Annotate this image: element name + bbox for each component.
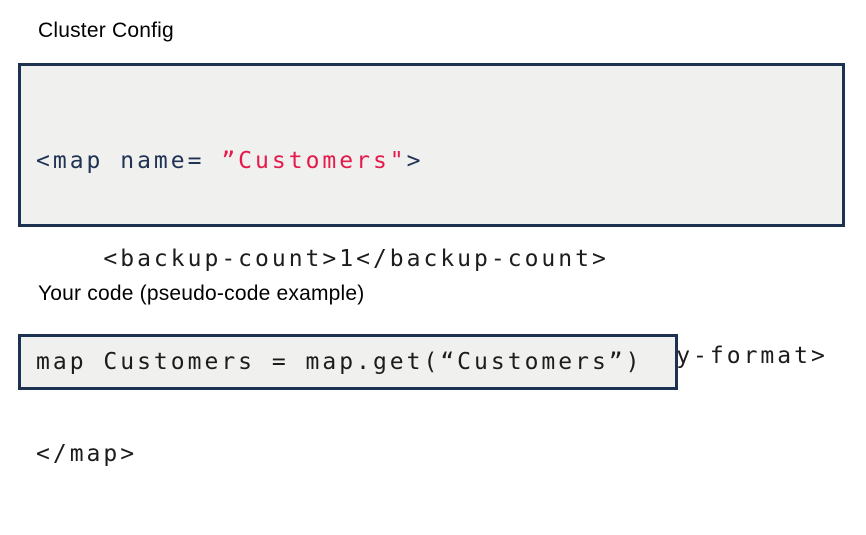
slide-canvas: { "colors": { "page_background": "#fffff… [18,19,845,467]
cluster-config-code-block: <map name= ”Customers"> <backup-count>1<… [18,63,845,467]
your-code-heading: Your code (pseudo-code example) [38,282,365,305]
xml-line-map-close: </map> [36,440,138,467]
xml-line-backup-count: <backup-count>1</backup-count> [36,245,609,272]
xml-tag-open-token: <map name= [36,148,222,174]
xml-code: <map name= ”Customers"> <backup-count>1<… [36,80,842,535]
xml-attr-value-token: ”Customers" [221,148,407,174]
cluster-config-heading: Cluster Config [38,19,174,42]
xml-tag-close-token: > [406,148,424,174]
pseudo-code-line: map Customers = map.get(“Customers”) [36,348,643,375]
pseudo-code-block: map Customers = map.get(“Customers”) [18,334,678,390]
xml-line-map-open: <map name= ”Customers"> [36,145,842,178]
